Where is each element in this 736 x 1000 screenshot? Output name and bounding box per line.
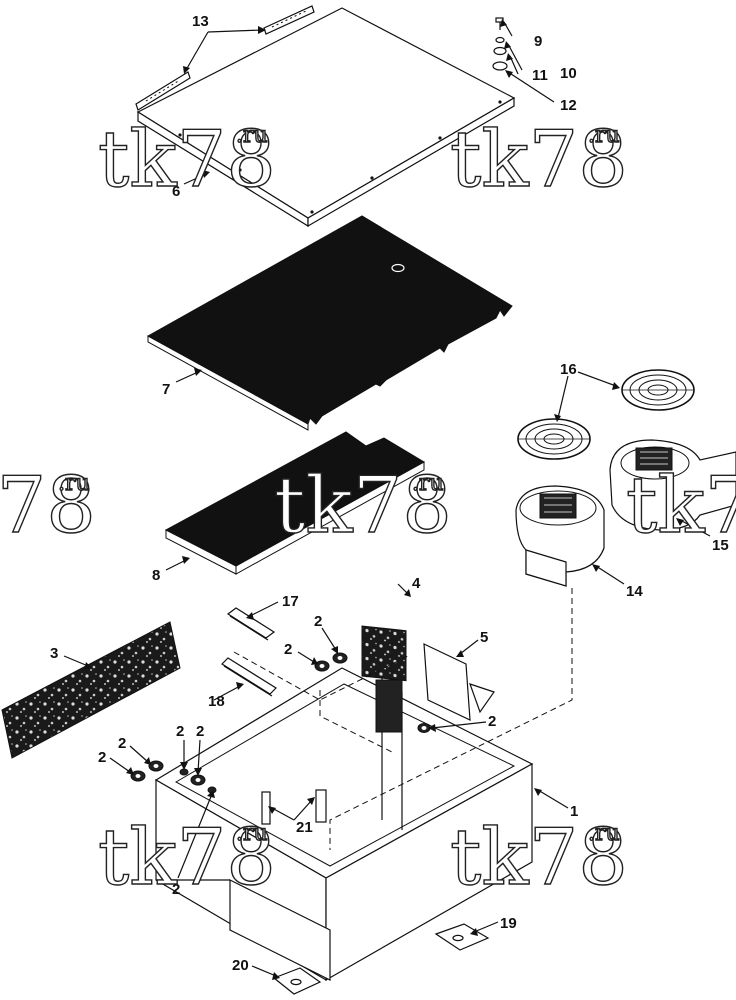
mounting-plate (423, 643, 471, 721)
callout-9: 9 (534, 33, 542, 50)
callout-2: 2 (172, 881, 180, 898)
callout-12: 12 (560, 97, 577, 114)
callout-2: 2 (314, 613, 322, 630)
insulation-panel-large (146, 215, 513, 431)
watermark: tk78 .ru (97, 114, 276, 205)
watermark: tk78 .ru (97, 812, 276, 903)
screw (495, 17, 504, 30)
assembly-guide (329, 588, 573, 850)
blower-front (515, 485, 605, 587)
callout-8: 8 (152, 567, 160, 584)
svg-text:tk78: tk78 (274, 461, 452, 551)
filter-pad-small (361, 625, 407, 682)
callout-5: 5 (480, 629, 488, 646)
callout-16: 16 (560, 361, 577, 378)
callout-2: 2 (176, 723, 184, 740)
callout-10: 10 (560, 65, 577, 82)
flat-washer-large (492, 61, 508, 71)
flat-washer-small (493, 46, 507, 56)
svg-text:.ru: .ru (588, 821, 620, 846)
callout-19: 19 (500, 915, 517, 932)
callout-2: 2 (118, 735, 126, 752)
callout-2: 2 (488, 713, 496, 730)
lock-washer (495, 36, 505, 44)
svg-text:.ru: .ru (58, 471, 90, 496)
callout-3: 3 (50, 645, 58, 662)
callout-2: 2 (98, 749, 106, 766)
callout-11: 11 (532, 67, 548, 84)
insulation-panel-small (164, 431, 426, 575)
callout-17: 17 (282, 593, 299, 610)
watermark: tk78 .ru (449, 114, 628, 205)
svg-text:tk78: tk78 (626, 461, 736, 551)
watermark: tk78 .ru (273, 460, 452, 551)
svg-text:.ru: .ru (588, 123, 620, 148)
top-cover-plate (136, 7, 516, 228)
callout-20: 20 (232, 957, 249, 974)
hinge-strip-right (263, 5, 315, 35)
svg-text:tk78: tk78 (98, 115, 276, 205)
callout-18: 18 (208, 693, 225, 710)
hinge-strip-left (135, 71, 191, 111)
foot-plate-20 (272, 967, 322, 995)
mounting-plate-flange (469, 683, 495, 714)
callout-6: 6 (172, 183, 180, 200)
callout-13: 13 (192, 13, 209, 30)
main-enclosure (154, 667, 534, 982)
grommet (130, 770, 146, 782)
watermark: tk78 .ru (449, 812, 628, 903)
callout-1: 1 (570, 803, 578, 820)
grommet (190, 774, 206, 786)
callout-15: 15 (712, 537, 729, 554)
callout-21: 21 (296, 819, 313, 836)
svg-text:.ru: .ru (236, 123, 268, 148)
svg-text:tk78: tk78 (450, 813, 628, 903)
svg-text:.ru: .ru (412, 471, 444, 496)
grommet (332, 652, 348, 664)
callout-7: 7 (162, 381, 170, 398)
fan-guard-front (517, 418, 591, 460)
fan-guard-rear (621, 369, 695, 411)
svg-text:tk78: tk78 (98, 813, 276, 903)
callout-4: 4 (412, 575, 421, 592)
svg-text:tk78: tk78 (0, 461, 96, 551)
svg-text:tk78: tk78 (450, 115, 628, 205)
assembly-guide (233, 651, 409, 701)
foot-plate-19 (434, 923, 490, 951)
svg-text:.ru: .ru (236, 821, 268, 846)
grommet (148, 760, 164, 772)
callout-2: 2 (284, 641, 292, 658)
callout-2: 2 (196, 723, 204, 740)
assembly-guide (319, 690, 393, 753)
filter-pad-long (1, 621, 181, 759)
bracket-17 (226, 607, 276, 641)
watermark: tk78 (625, 460, 736, 551)
leader-lines (63, 19, 711, 980)
bracket-18 (221, 657, 277, 697)
watermark: tk78 .ru (0, 460, 97, 551)
grommet (314, 660, 330, 672)
blower-rear (609, 439, 736, 531)
callout-14: 14 (626, 583, 643, 600)
